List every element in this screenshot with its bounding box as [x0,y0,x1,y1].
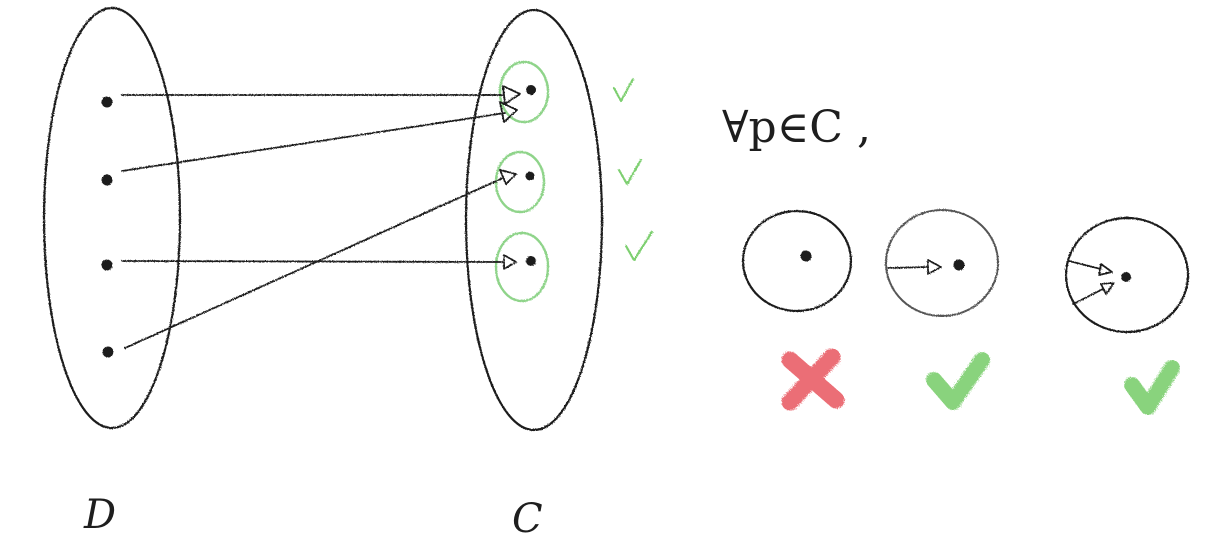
case-circle [741,209,853,313]
mapping-arrows [121,85,521,349]
check-icon [624,230,654,262]
codomain-ellipse [464,8,604,432]
case-no-arrows [741,209,853,313]
case-point [953,259,965,271]
case-one-arrow [885,209,999,317]
domain-point-2 [101,174,113,186]
check-icon [612,77,635,103]
codomain-highlight-3 [494,231,550,303]
domain-ellipse [42,6,182,430]
codomain-label: C [512,496,543,542]
arrow-3-to-3 [121,254,517,270]
case-point [800,250,812,262]
case-point [1121,272,1131,282]
domain-set [42,6,182,430]
domain-point-4 [102,346,114,358]
case-circle [885,209,999,317]
case-two-arrows [1064,216,1190,334]
arrow-4-to-2 [124,169,517,349]
condition-label: ∀p∈C , [722,102,871,153]
cross-icon [781,348,845,411]
codomain-point-3 [526,256,536,266]
check-icon [617,158,643,186]
check-icon [1124,360,1180,415]
arrow-1-to-1 [121,85,521,105]
domain-point-1 [101,96,113,108]
codomain-highlight-2 [494,150,546,214]
arrow-2-to-1 [121,101,518,172]
domain-label: D [83,492,116,538]
codomain-point-2 [525,171,535,181]
codomain-checks [612,77,654,262]
codomain-highlight-1 [498,60,550,124]
case-circle [1064,216,1190,334]
check-icon [926,352,990,410]
codomain-point-1 [526,85,536,95]
codomain-set [464,8,604,432]
domain-point-3 [101,259,113,271]
